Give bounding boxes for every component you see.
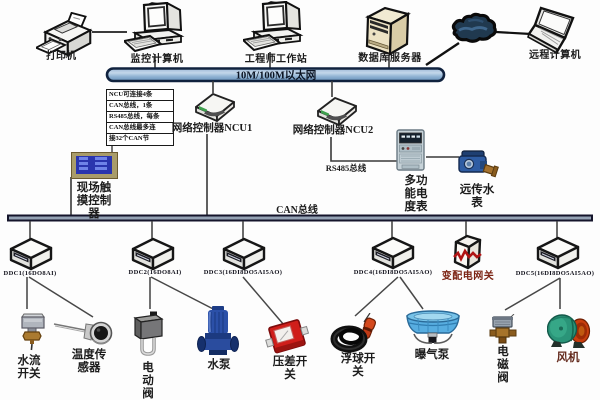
svg-text:10M/100M以太网: 10M/100M以太网: [236, 69, 317, 82]
